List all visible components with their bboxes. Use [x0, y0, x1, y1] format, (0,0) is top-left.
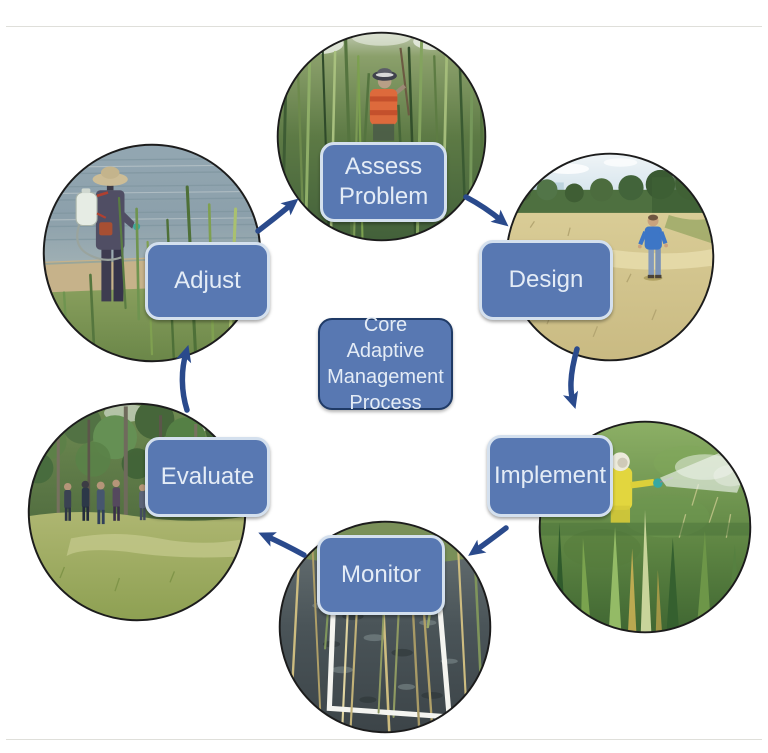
node-label-implement: Implement [487, 435, 613, 517]
node-label-monitor: Monitor [317, 535, 445, 615]
surveyor-figure [369, 47, 410, 141]
node-label-design: Design [479, 240, 613, 320]
yellow-suit-sprayer-figure [608, 452, 674, 523]
backpack-sprayer-figure [75, 166, 141, 302]
group-of-people-figures [63, 479, 147, 525]
slide-border-bottom [6, 739, 762, 740]
node-label-assess-problem: Assess Problem [320, 142, 447, 222]
man-in-field-figure [637, 214, 668, 281]
node-label-adjust: Adjust [145, 242, 270, 320]
diagram-center-title: Core Adaptive Management Process [318, 314, 453, 414]
slide-border-top [6, 26, 762, 27]
node-label-evaluate: Evaluate [145, 437, 270, 517]
